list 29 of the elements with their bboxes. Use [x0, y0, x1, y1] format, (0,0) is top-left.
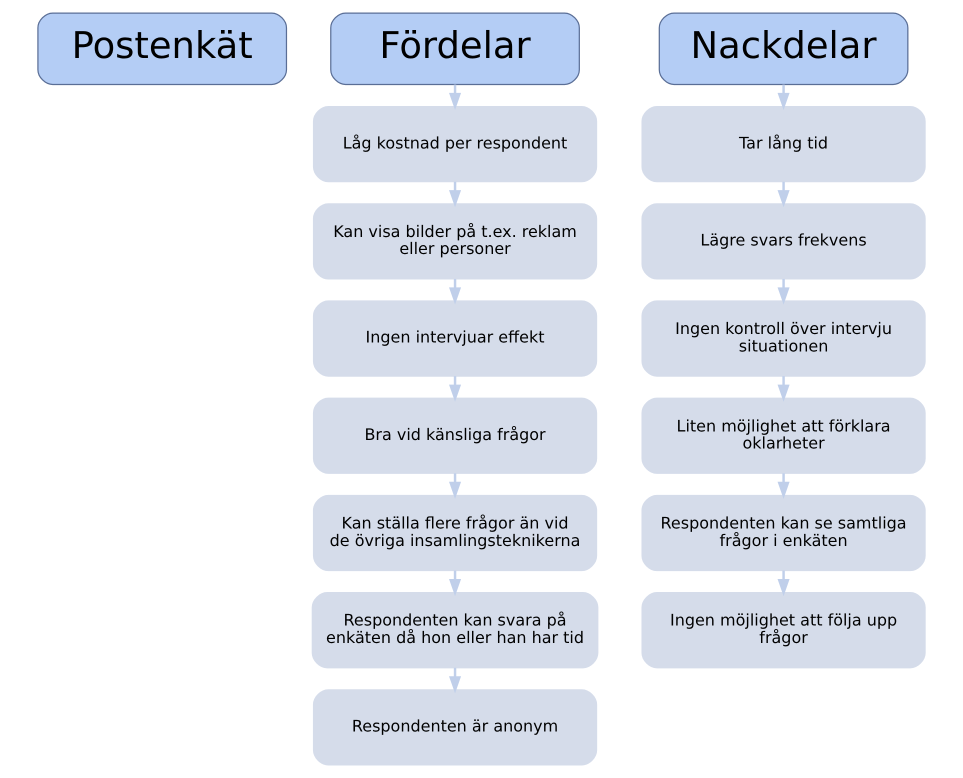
node-box: Bra vid känsliga frågor	[312, 398, 598, 474]
arrow	[449, 570, 462, 596]
node-box: Nackdelar	[658, 12, 908, 86]
node-box: Tar lång tid	[641, 106, 926, 182]
arrow	[778, 84, 790, 110]
node-box: Kan ställa flere frågor än vid de övriga insamlingsteknikerna	[312, 494, 598, 572]
arrow	[778, 376, 790, 402]
node-box: Liten möjlighet att förklara oklarheter	[641, 398, 926, 474]
arrow	[449, 84, 462, 110]
node-box: Låg kostnad per respondent	[312, 106, 598, 182]
arrow	[778, 570, 790, 596]
arrow	[778, 182, 790, 208]
node-box: Postenkät	[37, 12, 288, 86]
node-box: Respondenten kan svara på enkäten då hon eller han har tid	[312, 592, 598, 668]
node-box: Lägre svars frekvens	[641, 203, 926, 280]
node-box: Fördelar	[330, 12, 580, 86]
node-box: Kan visa bilder på t.ex. reklam eller personer	[312, 203, 598, 280]
arrow	[778, 278, 790, 305]
arrow	[449, 182, 462, 208]
node-box: Respondenten kan se samtliga frågor i enkäten	[641, 494, 926, 572]
node-box: Ingen intervjuar effekt	[312, 300, 598, 377]
arrow	[449, 668, 462, 694]
node-box: Ingen kontroll över intervju situationen	[641, 300, 926, 377]
node-box: Respondenten är anonym	[312, 689, 598, 766]
arrow	[778, 473, 790, 500]
arrow	[449, 376, 462, 402]
arrow	[449, 278, 462, 305]
arrow	[449, 473, 462, 500]
node-box: Ingen möjlighet att följa upp frågor	[641, 592, 926, 668]
